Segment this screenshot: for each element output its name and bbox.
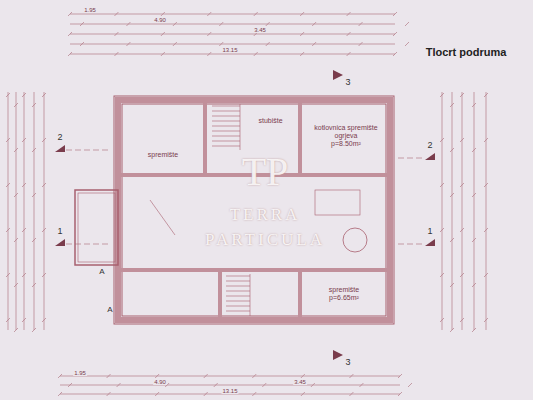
dimension: 13.15 xyxy=(221,388,238,394)
room-area: p=8.50m² xyxy=(331,140,361,148)
dimension: 3.45 xyxy=(253,27,267,33)
watermark-text: PARTICULA xyxy=(205,231,325,248)
room-name: spremište xyxy=(329,286,359,294)
dimension-lines xyxy=(6,12,488,396)
plan-title: Tlocrt podruma xyxy=(426,47,507,58)
dimension: 3.45 xyxy=(293,379,307,385)
dimension: 4.90 xyxy=(153,379,167,385)
dimension: 1.95 xyxy=(73,370,87,376)
section-mark: 1 xyxy=(427,227,432,236)
section-mark: A xyxy=(107,306,112,314)
section-marks xyxy=(55,70,435,360)
room-name: stubište xyxy=(258,117,282,125)
walls xyxy=(75,96,394,324)
section-mark: 3 xyxy=(345,358,350,367)
room-label-area: spremištep=6.65m² xyxy=(303,274,385,314)
dimension: 13.15 xyxy=(221,47,238,53)
dimension: 1.95 xyxy=(83,7,97,13)
section-mark: 2 xyxy=(427,141,432,150)
section-mark: 3 xyxy=(345,78,350,87)
room-area: p=6.65m² xyxy=(329,294,359,302)
room-label-area: stubište xyxy=(243,106,298,136)
room-name: spremište xyxy=(148,151,178,159)
watermark-text: TERRA xyxy=(230,206,301,223)
section-mark: 1 xyxy=(57,227,62,236)
section-mark: A xyxy=(99,268,104,276)
watermark-logo: TP xyxy=(242,152,289,192)
room-label-area: spremište xyxy=(124,140,202,170)
room-name: kotlovnica spremište ogrjeva xyxy=(303,124,389,140)
section-mark: 2 xyxy=(57,133,62,142)
dimension: 4.90 xyxy=(153,17,167,23)
room-label-area: kotlovnica spremište ogrjevap=8.50m² xyxy=(303,106,389,166)
